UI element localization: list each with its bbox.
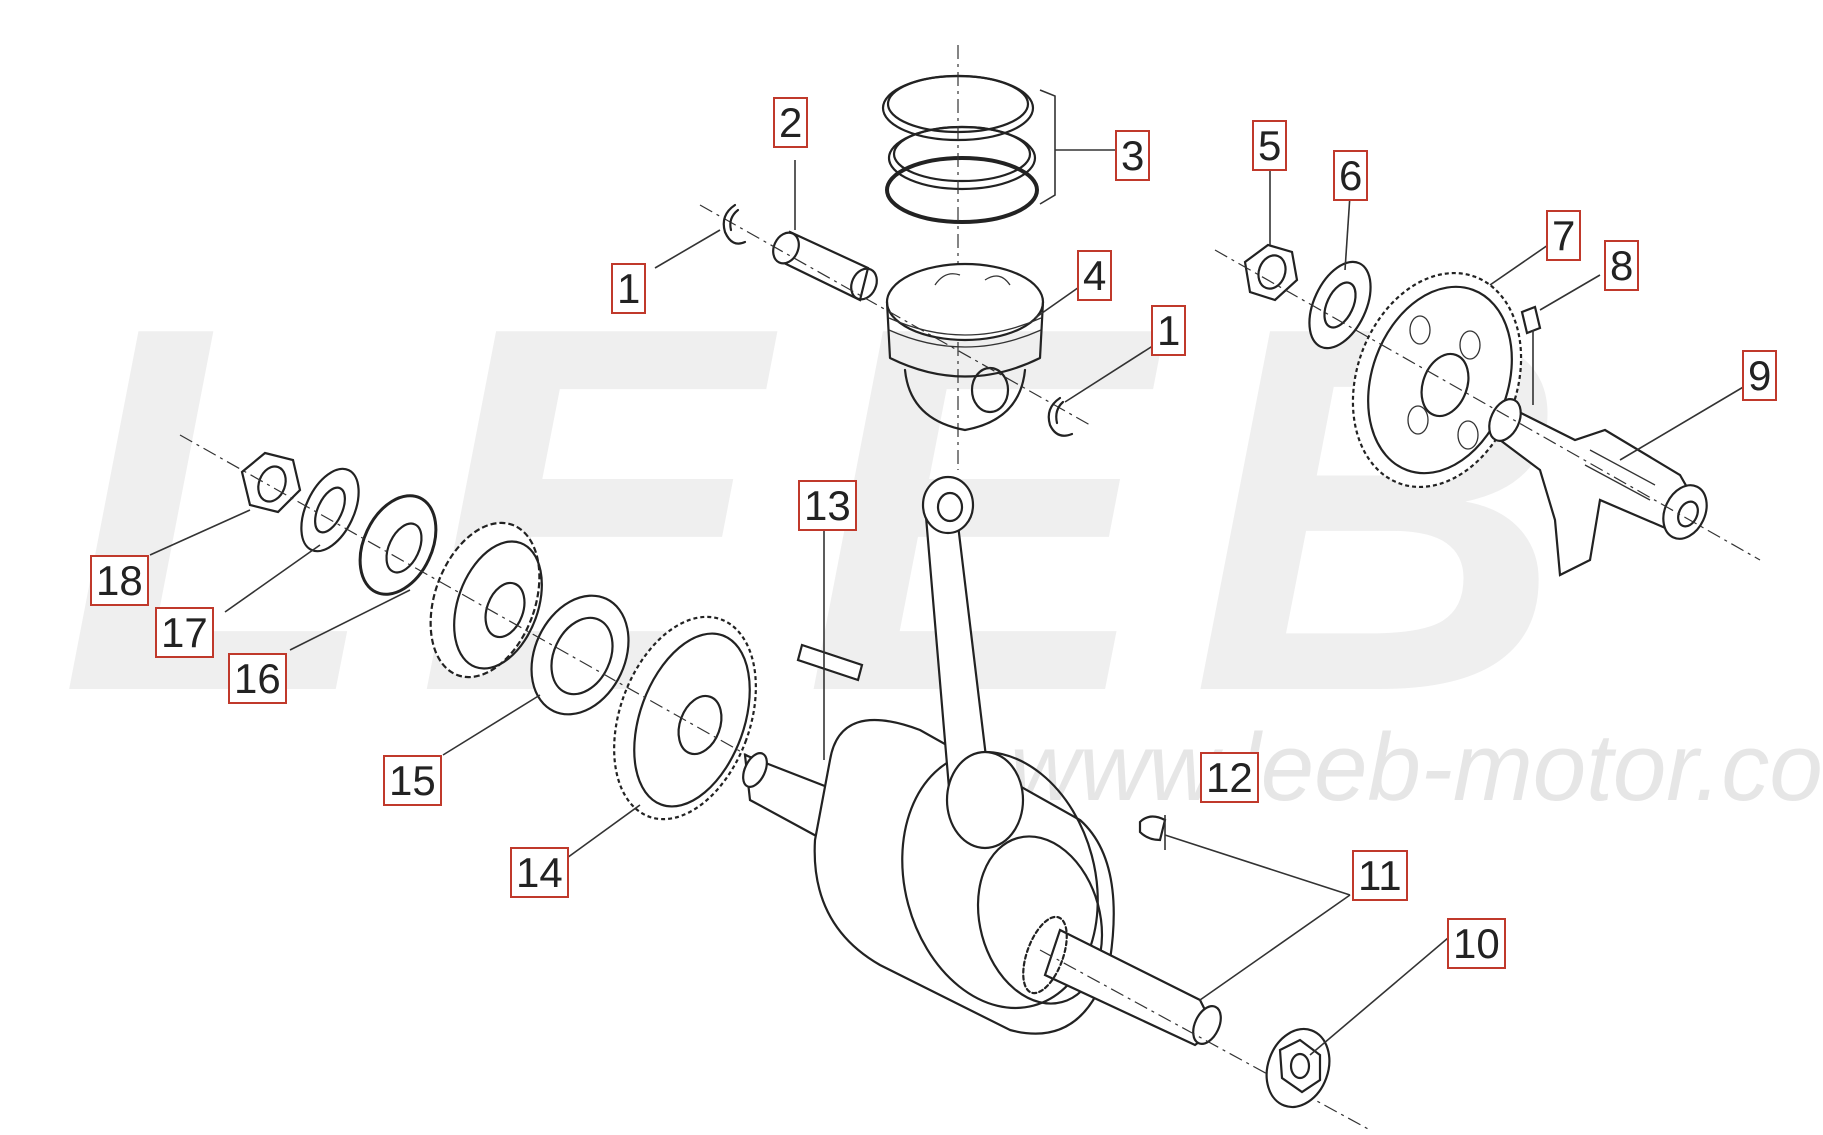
thick-washer	[358, 494, 438, 596]
crankshaft-assembly	[742, 475, 1222, 1047]
circlip-right	[1047, 396, 1074, 437]
flange-nut	[1265, 1027, 1331, 1109]
callout-9: 9	[1742, 350, 1778, 401]
crank-gear	[613, 615, 757, 821]
url-watermark: www.leeb-motor.com	[1010, 714, 1823, 821]
woodruff-key-crank	[1138, 815, 1167, 842]
nut-upper	[1243, 243, 1299, 302]
piston-rings	[881, 74, 1115, 224]
callout-17: 17	[155, 607, 214, 658]
callout-10: 10	[1447, 918, 1506, 969]
callout-3: 3	[1115, 130, 1151, 181]
leader-lines	[149, 160, 1746, 1056]
woodruff-key-small	[1520, 305, 1542, 335]
callout-1-right: 1	[1151, 305, 1187, 356]
callout-18: 18	[90, 555, 149, 606]
callout-6: 6	[1333, 150, 1369, 201]
callout-1-left: 1	[611, 263, 647, 314]
lock-washer	[300, 467, 360, 553]
nut-lower	[240, 451, 302, 514]
callout-14: 14	[510, 847, 569, 898]
callout-15: 15	[383, 755, 442, 806]
callout-5: 5	[1252, 120, 1288, 171]
callout-2: 2	[773, 97, 809, 148]
callout-12: 12	[1200, 752, 1259, 803]
callout-11: 11	[1352, 850, 1408, 901]
primary-drive-gear	[429, 521, 543, 679]
balancer-shaft	[1488, 398, 1708, 577]
piston-pin	[772, 230, 878, 302]
thrust-washer	[530, 594, 630, 716]
callout-4: 4	[1077, 250, 1113, 301]
woodruff-key-long	[796, 643, 864, 682]
callout-16: 16	[228, 653, 287, 704]
callout-8: 8	[1604, 240, 1640, 291]
washer-upper	[1308, 260, 1372, 350]
callout-7: 7	[1546, 210, 1582, 261]
piston	[885, 262, 1045, 432]
circlip-left	[722, 203, 747, 245]
callout-13: 13	[798, 480, 857, 531]
